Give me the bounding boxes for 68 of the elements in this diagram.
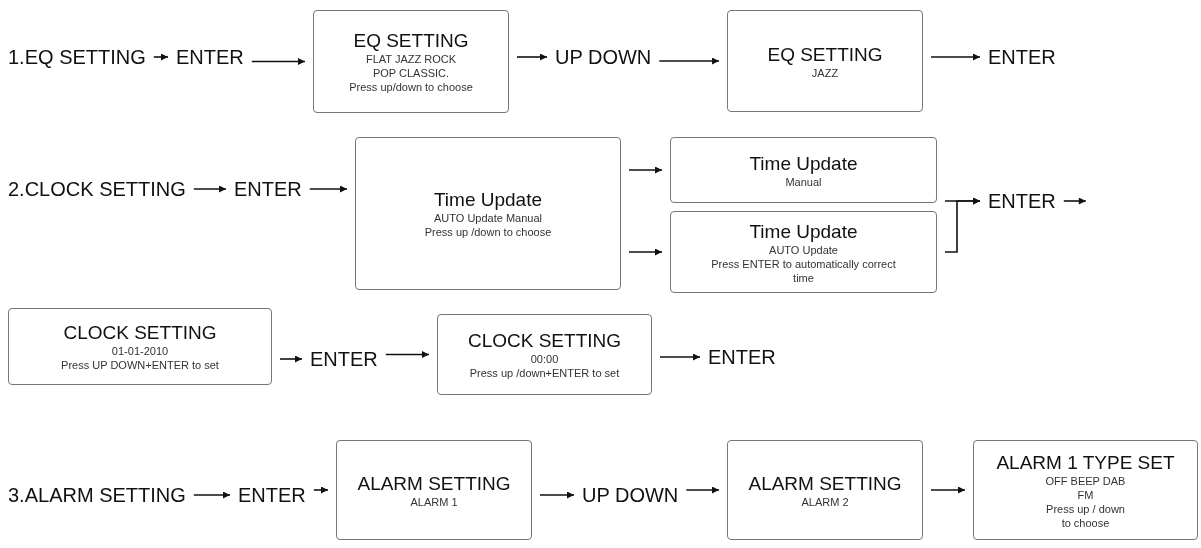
- arrow: [385, 351, 430, 358]
- step-label: ENTER: [176, 45, 244, 69]
- arrow: [313, 486, 329, 494]
- arrow: [659, 353, 701, 361]
- screen-box: [670, 211, 937, 293]
- arrow: [193, 491, 231, 499]
- screen-title: CLOCK SETTING: [467, 329, 622, 352]
- screen-text: 00:00: [530, 352, 559, 366]
- screen-text: OFF BEEP DAB FM: [1044, 473, 1127, 502]
- arrow: [516, 53, 548, 61]
- screen-title: ALARM 1 TYPE SET: [996, 450, 1175, 474]
- screen-text: FLAT JAZZ ROCK: [365, 52, 456, 66]
- screen-text: ALARM 2: [801, 494, 849, 509]
- screen-title: ALARM SETTING: [748, 471, 902, 495]
- screen-text: Press up /down to choose: [424, 225, 552, 239]
- arrow: [193, 185, 227, 193]
- screen-title: Time Update: [749, 151, 858, 175]
- step-label: 1.EQ SETTING: [8, 45, 146, 69]
- arrow: [658, 57, 720, 65]
- screen-box: [336, 440, 532, 540]
- screen-box: [437, 314, 652, 395]
- arrow: [309, 185, 348, 193]
- screen-text: ALARM 1: [410, 494, 458, 509]
- arrow: [251, 58, 306, 65]
- step-label: ENTER: [310, 347, 378, 371]
- arrow: [628, 248, 663, 256]
- screen-title: Time Update: [433, 188, 543, 211]
- screen-text: Manual: [785, 174, 822, 189]
- step-label: UP DOWN: [582, 483, 679, 507]
- arrow: [539, 491, 575, 499]
- screen-text: POP CLASSIC.: [372, 66, 450, 80]
- screen-title: EQ SETTING: [767, 42, 883, 66]
- screen-title: ALARM SETTING: [357, 471, 511, 495]
- step-label: ENTER: [988, 189, 1056, 213]
- arrow: [930, 486, 966, 494]
- step-label: UP DOWN: [555, 45, 652, 69]
- screen-text: JAZZ: [811, 65, 839, 80]
- screen-text: AUTO Update: [769, 242, 838, 257]
- step-label: 3.ALARM SETTING: [8, 483, 186, 507]
- screen-text: Press ENTER to automatically correct time: [710, 256, 897, 285]
- screen-box: [8, 308, 272, 385]
- step-label: 2.CLOCK SETTING: [8, 177, 186, 201]
- step-label: ENTER: [238, 483, 306, 507]
- screen-text: Press UP DOWN+ENTER to set: [61, 358, 219, 372]
- screen-box: [670, 137, 937, 203]
- arrow: [930, 53, 981, 61]
- screen-title: Time Update: [749, 219, 858, 243]
- screen-box: [727, 10, 923, 112]
- arrow: [279, 355, 303, 363]
- screen-text: Press up/down to choose: [349, 80, 473, 94]
- screen-box: [973, 440, 1198, 540]
- step-label: ENTER: [988, 45, 1056, 69]
- step-label: ENTER: [234, 177, 302, 201]
- screen-text: AUTO Update Manual: [434, 211, 542, 225]
- screen-title: CLOCK SETTING: [63, 321, 217, 344]
- step-label: ENTER: [708, 345, 776, 369]
- screen-text: Press up / down to choose: [1045, 501, 1126, 530]
- screen-title: EQ SETTING: [353, 29, 469, 52]
- screen-box: [727, 440, 923, 540]
- arrow: [628, 166, 663, 174]
- arrow: [1063, 197, 1087, 205]
- arrow: [153, 53, 169, 61]
- arrow: [685, 486, 720, 494]
- screen-box: [355, 137, 621, 290]
- screen-text: Press up /down+ENTER to set: [469, 366, 620, 380]
- arrow: [944, 197, 981, 253]
- screen-box: [313, 10, 509, 113]
- screen-text: 01-01-2010: [111, 344, 169, 358]
